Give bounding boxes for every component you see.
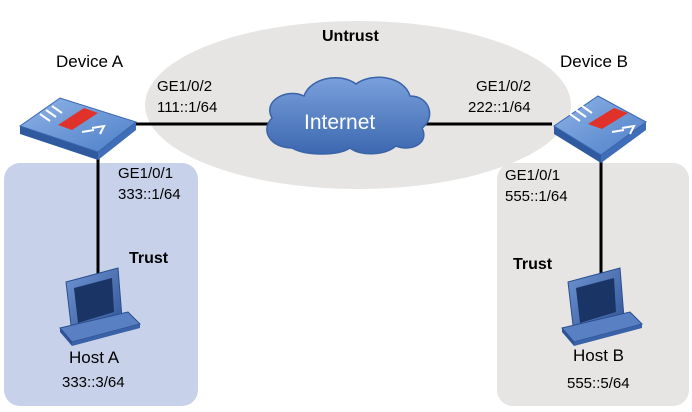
host-b-ip: 555::5/64 — [567, 375, 630, 392]
device-b-wan-ip: 222::1/64 — [468, 99, 531, 116]
internet-cloud-icon — [266, 76, 431, 155]
pc-icon-host-a — [59, 267, 141, 346]
host-a-label: Host A — [69, 348, 120, 367]
firewall-icon-device-a — [18, 97, 138, 160]
pc-icon-host-b — [561, 267, 643, 346]
device-a-lan-ip: 333::1/64 — [118, 186, 181, 203]
trust-zone-right-label: Trust — [513, 256, 553, 273]
device-b-lan-ip: 555::1/64 — [505, 188, 568, 205]
device-a-lan-interface: GE1/0/1 — [118, 165, 174, 182]
host-b-label: Host B — [573, 346, 625, 365]
device-b-label: Device B — [560, 52, 629, 71]
device-b-lan-interface: GE1/0/1 — [505, 167, 561, 184]
firewall-icon-device-b — [553, 95, 647, 163]
untrust-zone-label: Untrust — [322, 28, 379, 45]
trust-zone-left-label: Trust — [129, 250, 169, 267]
device-b-wan-interface: GE1/0/2 — [476, 78, 532, 95]
device-a-wan-interface: GE1/0/2 — [157, 78, 213, 95]
device-a-wan-ip: 111::1/64 — [157, 99, 218, 116]
host-a-ip: 333::3/64 — [62, 374, 125, 391]
device-a-label: Device A — [56, 52, 124, 71]
internet-label: Internet — [304, 111, 376, 134]
